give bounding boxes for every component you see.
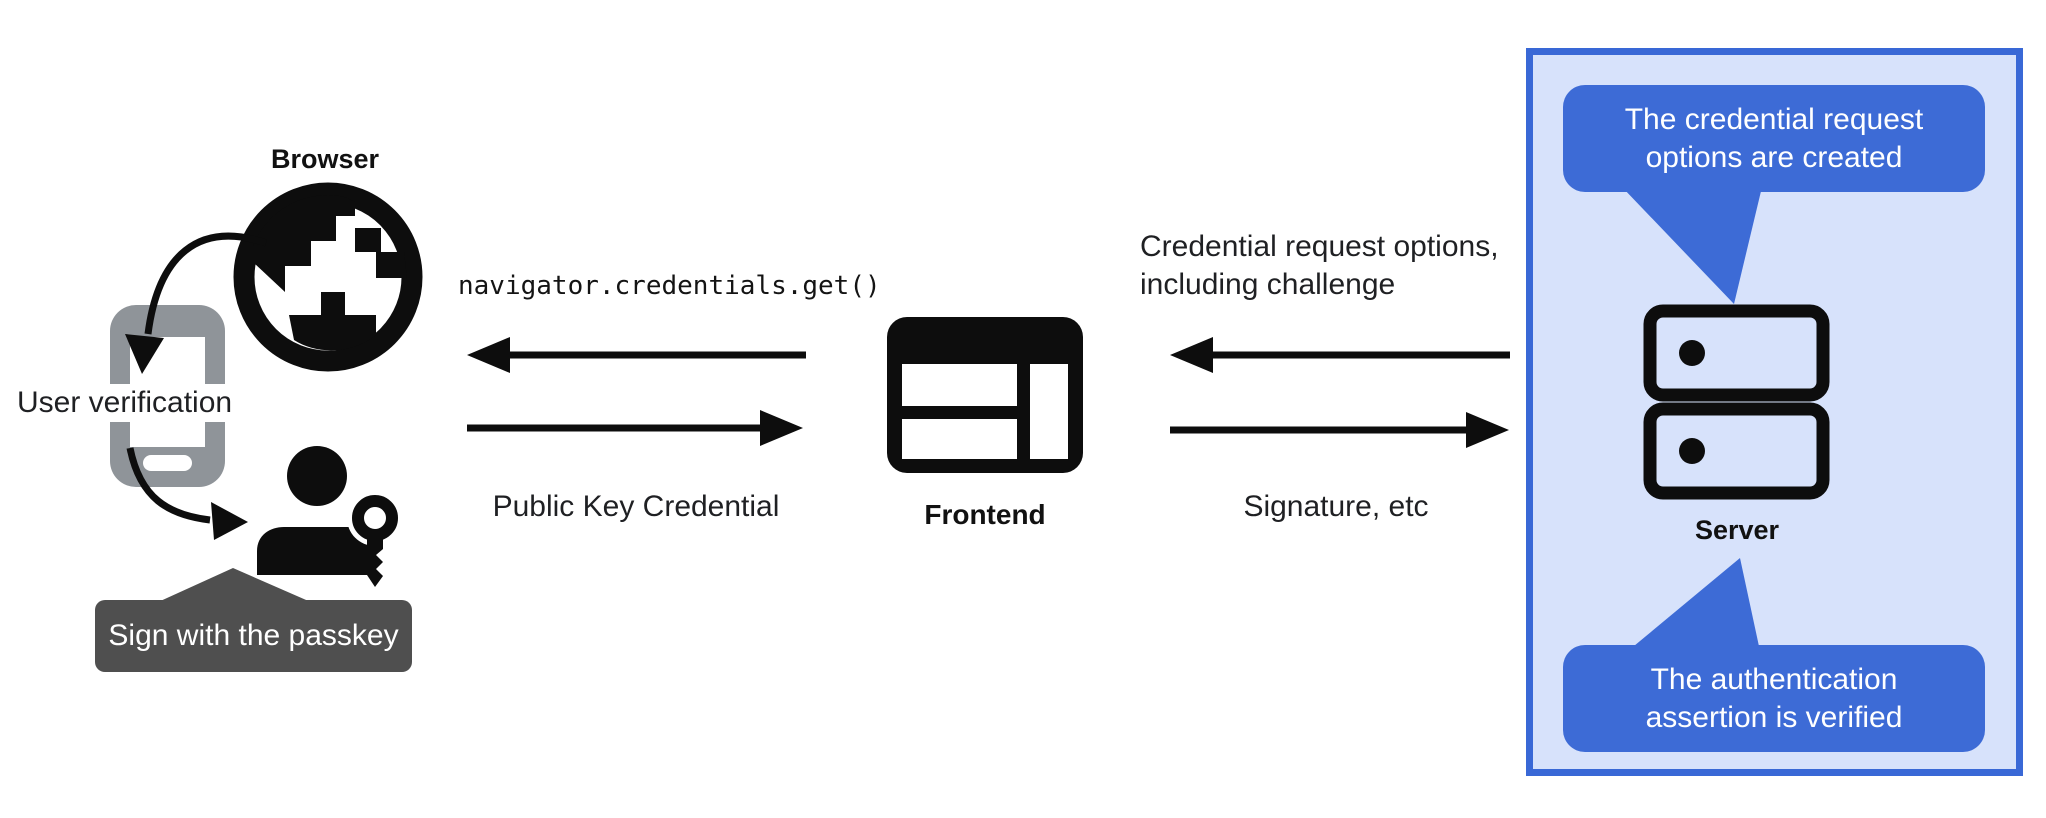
server-icon: [1643, 304, 1830, 500]
sign-with-passkey-label: Sign with the passkey: [108, 619, 399, 652]
browser-label: Browser: [270, 144, 380, 174]
frontend-label: Frontend: [924, 499, 1046, 530]
browser-window-icon: [887, 317, 1083, 473]
speech-bubble-bottom-line2: assertion is verified: [1645, 700, 1903, 734]
bubble-top-tail: [1622, 187, 1762, 304]
server-label: Server: [1694, 515, 1780, 545]
speech-bubble-bottom-line1: The authentication: [1650, 662, 1898, 696]
speech-bubble-assertion-verified: The authentication assertion is verified: [1563, 645, 1985, 752]
passkey-person-icon: [257, 446, 403, 587]
speech-bubble-top-line2: options are created: [1645, 140, 1903, 174]
tooltip-tail: [156, 568, 313, 603]
key-icon: [347, 490, 403, 587]
speech-bubble-credential-request: The credential request options are creat…: [1563, 85, 1985, 192]
globe-icon: [233, 182, 423, 372]
credential-request-options-label: Credential request options, including ch…: [1140, 228, 1499, 304]
speech-bubble-top-line1: The credential request: [1624, 102, 1924, 136]
curved-arrow-globe-to-phone: [125, 232, 268, 374]
bubble-bottom-tail: [1628, 558, 1760, 651]
credential-request-options-line2: including challenge: [1140, 268, 1396, 301]
sign-with-passkey-tooltip: Sign with the passkey: [95, 600, 412, 672]
credential-request-options-line1: Credential request options,: [1140, 230, 1499, 263]
arrow-server-to-frontend: [1170, 337, 1510, 373]
arrow-frontend-to-browser: [467, 337, 806, 373]
arrow-frontend-to-server: [1170, 412, 1509, 448]
navigator-credentials-get-label: navigator.credentials.get(): [458, 271, 881, 301]
curved-arrow-phone-to-person: [126, 447, 248, 540]
signature-etc-label: Signature, etc: [1243, 490, 1429, 523]
user-verification-label: User verification: [14, 384, 236, 422]
public-key-credential-label: Public Key Credential: [492, 490, 780, 523]
arrow-browser-to-frontend: [467, 410, 803, 446]
